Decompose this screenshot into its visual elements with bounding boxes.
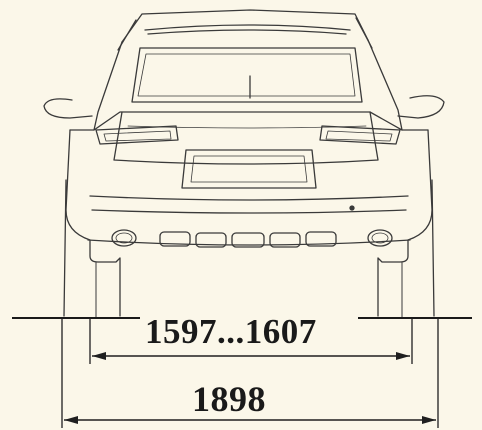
overall-width-dimension-label: 1898 xyxy=(192,379,266,419)
track-dimension-label: 1597...1607 xyxy=(145,312,317,351)
car-body xyxy=(43,9,445,319)
extension-lines xyxy=(61,318,439,428)
